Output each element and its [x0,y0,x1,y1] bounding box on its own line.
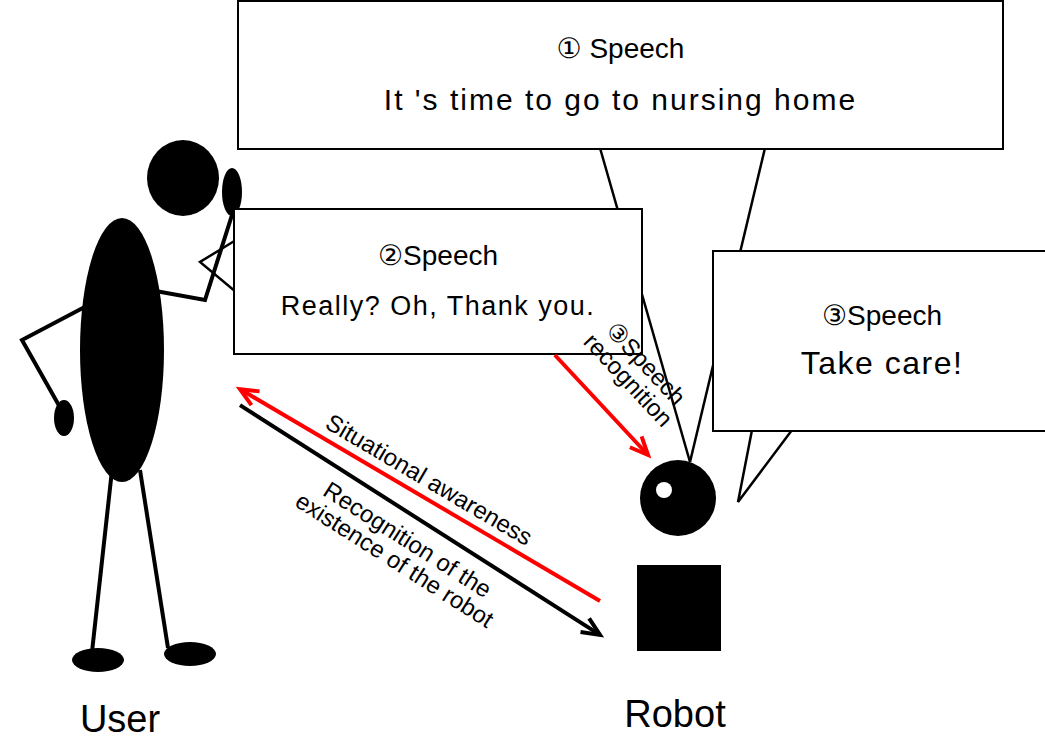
user-figure [22,140,242,672]
arrow-line [240,405,600,635]
arrow-head [240,389,260,405]
arrow-connector [555,355,648,455]
bubble-tail [738,430,792,502]
bubble-tail-line [200,240,236,292]
bubble-heading: ① Speech [557,34,685,65]
figure-area: User [10,130,240,747]
figure-label: Robot [600,693,750,736]
speech-text: Really? Oh, Thank you. [281,292,596,322]
figure-label: User [30,698,210,741]
bubble-tail [200,240,236,292]
arrow-line [240,389,600,601]
speech-text: Take care! [801,346,964,381]
bubble-tail-line [738,430,792,502]
speech-bubble: ③SpeechTake care! [712,250,1045,432]
speech-bubble: ① Speech It 's time to go to nursing home [237,0,1004,150]
arrow-connector [240,405,600,635]
arrow-label: Recognition of the existence of the robo… [265,452,535,648]
arrow-head [581,618,600,634]
arrow-line [555,355,648,455]
speech-text: It 's time to go to nursing home [384,83,857,116]
robot-figure [637,460,721,651]
arrow-label: Situational awareness [277,383,582,576]
arrow-connector [240,389,600,601]
arrow-head [630,436,648,455]
bubble-heading: ②Speech [378,241,498,272]
speech-bubble: ②SpeechReally? Oh, Thank you. [233,208,643,355]
figure-area: Robot [600,455,750,747]
bubble-heading: ③Speech [822,301,942,332]
